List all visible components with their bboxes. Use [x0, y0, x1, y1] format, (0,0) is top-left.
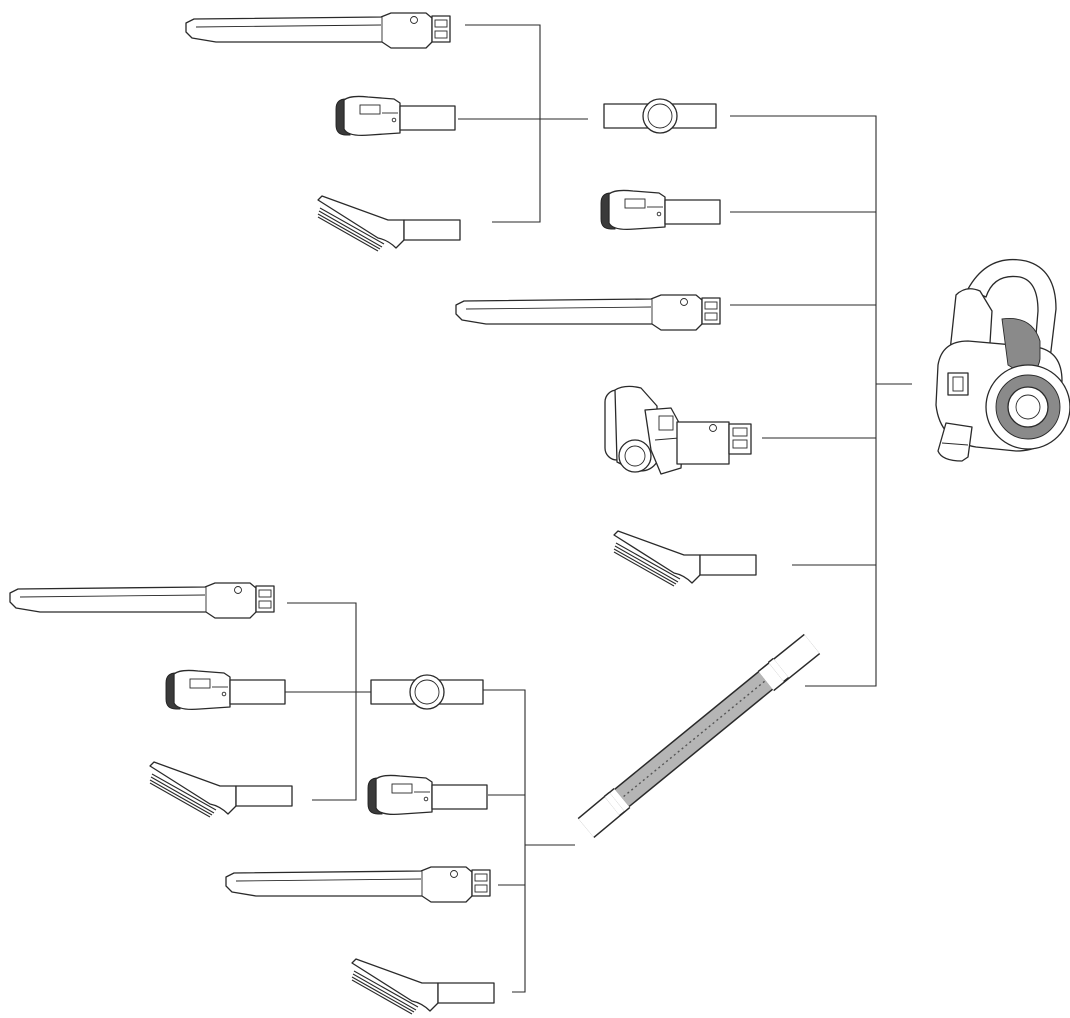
- crevice-brush-icon: [317, 195, 461, 252]
- crevice-tool-icon: [9, 582, 275, 619]
- crevice-tool-icon: [455, 294, 721, 331]
- floor-head-icon: [604, 385, 752, 475]
- crevice-brush-icon: [613, 530, 757, 587]
- crevice-tool-icon: [225, 866, 491, 903]
- adapter-icon: [370, 674, 484, 710]
- mini-brush-icon: [600, 189, 721, 231]
- flexible-hose-icon: [577, 633, 821, 838]
- mini-brush-icon: [335, 95, 456, 137]
- crevice-brush-icon: [351, 958, 495, 1015]
- mini-brush-icon: [165, 669, 286, 711]
- crevice-brush-icon: [149, 761, 293, 818]
- handheld-vacuum-icon: [935, 258, 1070, 462]
- mini-brush-icon: [367, 774, 488, 816]
- crevice-tool-icon: [185, 12, 451, 49]
- adapter-icon: [603, 98, 717, 134]
- connector-lines: [284, 24, 912, 993]
